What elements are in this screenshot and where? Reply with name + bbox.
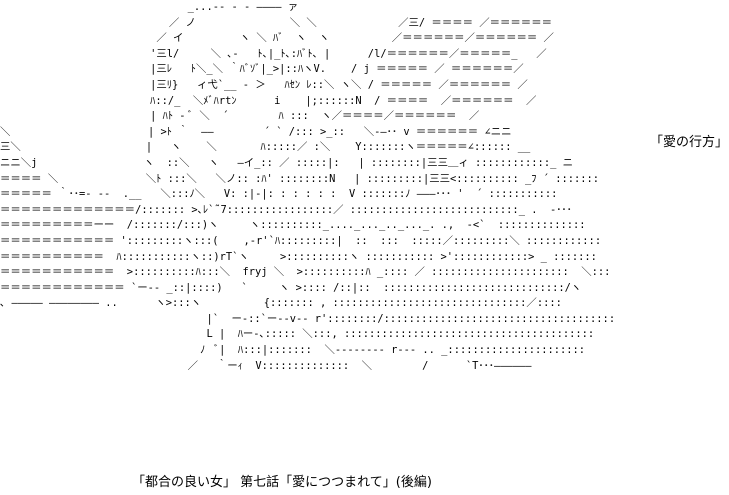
art-line: ＝＝＝＝＝＝＝＝＝＝ ﾊ:::::::::::ヽ::)rT`ヽ >:::::::… — [0, 250, 597, 263]
art-line: ＝＝＝＝＝＝＝＝＝＝＝＝＝/::::::: >､ﾚ`˜7::::::::::::… — [0, 203, 572, 216]
art-line: L | ﾊー-､::::: ＼:::, ::::::::::::::::::::… — [0, 328, 595, 341]
art-title: 「愛の行方」 — [650, 135, 729, 150]
episode-caption: 「都合の良い女」 第七話「愛につつまれて」(後編) — [132, 475, 432, 490]
art-line: 三＼ | ヽ ＼ ﾊ:::::／ :＼ Y:::::::ヽ＝＝＝＝＝∠:::::… — [0, 141, 531, 154]
art-line: |` ー-::`ー--v-- r'::::::::/::::::::::::::… — [0, 312, 616, 325]
art-line: ／ ｀ーｨ V:::::::::::::: ＼ / `T･･･―――――― — [0, 359, 532, 372]
art-line: _...-‐ ‐ ‐ ―――― ァ — [0, 1, 299, 13]
art-line: |三ﾘ} ィ弋`__ - ＞ ﾊｾﾝ ﾚ::＼ ヽ＼ / ＝＝＝＝＝ ／＝＝＝＝… — [0, 78, 528, 91]
art-line: ＝＝＝＝ ＼ ＼ﾄ :::＼ ＼ノ:: :ﾊ' ::::::::N | ::::… — [0, 172, 600, 185]
art-line: ／ イ ヽ ＼ ﾊﾞ ヽ ヽ ／＝＝＝＝＝＝／＝＝＝＝＝＝ ／ — [0, 32, 554, 45]
art-line: ＝＝＝＝＝＝＝＝＝＝＝ >::::::::::ﾊ:::＼ fryj ＼ >:::… — [0, 266, 611, 279]
art-line: '三l/ ＼ ､- ﾄ､|_ﾄ､:ﾊﾞﾄ､ | /l/＝＝＝＝＝＝／＝＝＝＝＝_… — [0, 47, 547, 60]
art-line: ＝＝＝＝＝＝＝＝＝＝＝＝ `ー-- _::|::::) ` ヽ >:::: /:… — [0, 281, 582, 294]
art-line: |三ﾚ ﾄ＼_＼ ｀ﾊﾞｿﾞ|_>|::ﾊヽV. / j ＝＝＝＝＝ ／ ＝＝＝… — [0, 63, 524, 76]
art-line: ニニ＼j ヽ ::＼ ヽ ―イ_:: ／ :::::|: | ::::::::|… — [0, 156, 573, 169]
art-line: ＼ | >ﾄ ｀ ―― ´ ` /::: >_:: ＼-―･･ v ＝＝＝＝＝＝… — [0, 125, 512, 138]
art-line: ＝＝＝＝＝＝＝＝＝ーー /:::::::/:::)ヽ ヽ::::::::::_.… — [0, 219, 586, 232]
art-line: ＝＝＝＝＝＝＝＝＝＝＝ ':::::::::ヽ:::( ,-r'`ﾊ::::::… — [0, 234, 602, 247]
art-line: ／ ノ ＼ ＼ ／三/ ＝＝＝＝ ／＝＝＝＝＝＝ — [0, 16, 552, 29]
art-line: ＝＝＝＝＝ ｀･･=- -- .__ ＼:::ﾉ＼ V: :|-|: : : :… — [0, 188, 558, 201]
art-line: | ﾊﾄ - ﾞ ＼ ´ ﾊ ::: ヽ／＝＝＝＝／＝＝＝＝＝＝ ／ — [0, 110, 480, 123]
art-line: ､ ――――― ―――――――― .. ヽ>:::ヽ {::::::: , ::… — [0, 297, 562, 310]
art-line: ﾊ::/_ ＼ﾒﾞﾊrtﾝ i |;::::::N / ＝＝＝＝ ／＝＝＝＝＝＝… — [0, 94, 537, 107]
art-line: ﾉ ﾞ| ﾊ:::|::::::: ＼-------- r--- .. _:::… — [0, 344, 586, 357]
ascii-art: _...-‐ ‐ ‐ ―――― ァ ／ ノ ＼ ＼ ／三/ ＝＝＝＝ ／＝＝＝＝… — [0, 1, 616, 372]
